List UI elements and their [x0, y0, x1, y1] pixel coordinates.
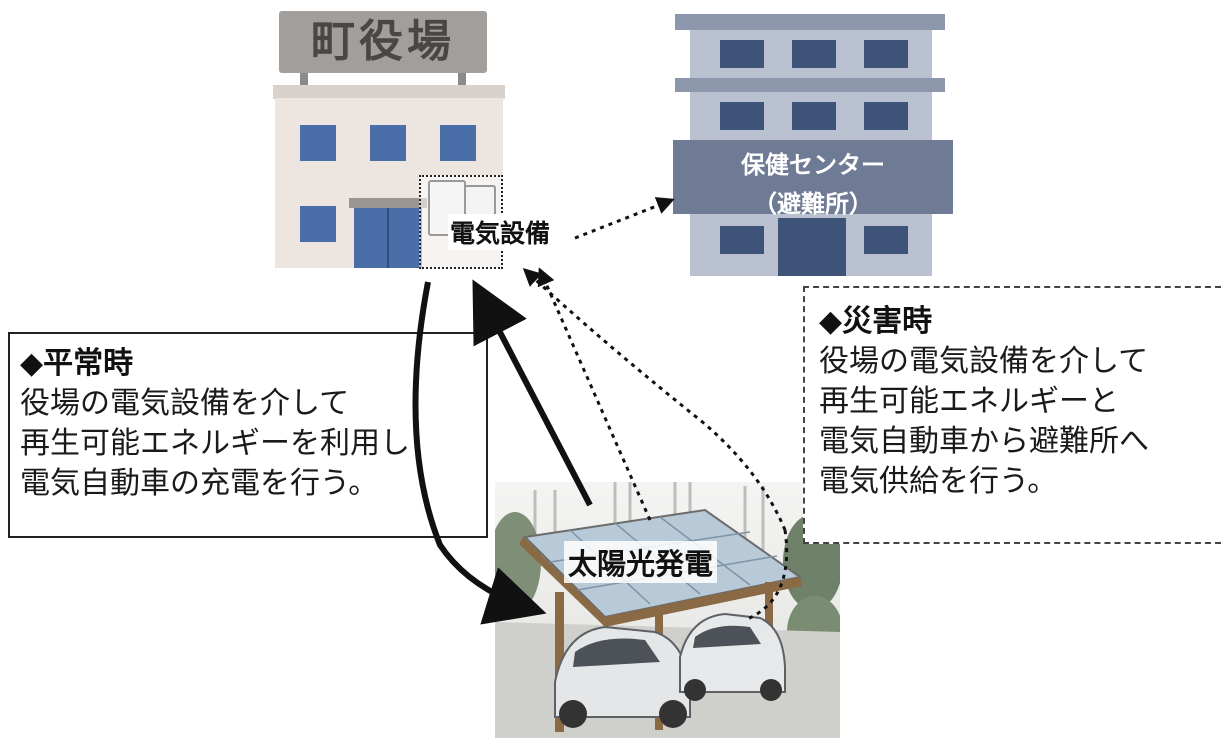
disaster-arrow — [537, 267, 652, 521]
town-hall-entrance-canopy — [349, 198, 427, 208]
health-center-window — [864, 102, 908, 130]
sign-post — [458, 73, 466, 87]
normal-time-line: 電気自動車の充電を行う。 — [20, 466, 379, 501]
health-center-label: 保健センター （避難所） — [673, 140, 953, 218]
charging-arrow — [412, 281, 547, 625]
normal-time-line: 再生可能エネルギーを利用し — [20, 426, 410, 461]
solar-power-label: 太陽光発電 — [564, 541, 718, 583]
normal-time-title: ◆平常時 — [20, 346, 134, 381]
town-hall-window — [300, 206, 336, 242]
supply-arrow-to-shelter — [574, 197, 675, 240]
health-center-window — [792, 102, 836, 130]
normal-time-callout: ◆平常時 役場の電気設備を介して 再生可能エネルギーを利用し 電気自動車の充電を… — [8, 332, 488, 538]
disaster-time-line: 役場の電気設備を介して — [819, 344, 1149, 379]
town-hall-door — [354, 208, 422, 268]
disaster-arrow — [522, 267, 787, 531]
health-center-window — [864, 40, 908, 68]
town-hall-window — [440, 125, 476, 161]
town-hall-window — [370, 125, 406, 161]
health-center-window — [720, 226, 764, 254]
health-center-band — [675, 78, 945, 92]
health-center-name: 保健センター — [741, 151, 885, 179]
disaster-time-title: ◆災害時 — [819, 304, 933, 339]
town-hall-sign-text: 町役場 — [311, 16, 455, 67]
town-hall-roof — [273, 85, 505, 99]
health-center-window — [864, 226, 908, 254]
health-center-window — [792, 40, 836, 68]
town-hall-sign: 町役場 — [279, 11, 487, 73]
normal-time-line: 役場の電気設備を介して — [20, 386, 350, 421]
electrical-equipment-label: 電気設備 — [448, 214, 553, 250]
disaster-arrow-tail — [744, 529, 789, 622]
town-hall-window — [300, 125, 336, 161]
health-center-roof — [675, 14, 945, 30]
disaster-time-line: 電気供給を行う。 — [819, 464, 1058, 499]
health-center-door — [778, 218, 846, 276]
solar-to-equipment-arrow — [472, 279, 593, 507]
health-center-window — [720, 40, 764, 68]
evacuation-shelter-note: （避難所） — [753, 190, 873, 218]
sign-post — [300, 73, 308, 87]
disaster-time-line: 電気自動車から避難所へ — [819, 424, 1149, 459]
disaster-time-callout: ◆災害時 役場の電気設備を介して 再生可能エネルギーと 電気自動車から避難所へ … — [803, 286, 1221, 544]
disaster-time-line: 再生可能エネルギーと — [819, 384, 1119, 419]
health-center-window — [720, 102, 764, 130]
